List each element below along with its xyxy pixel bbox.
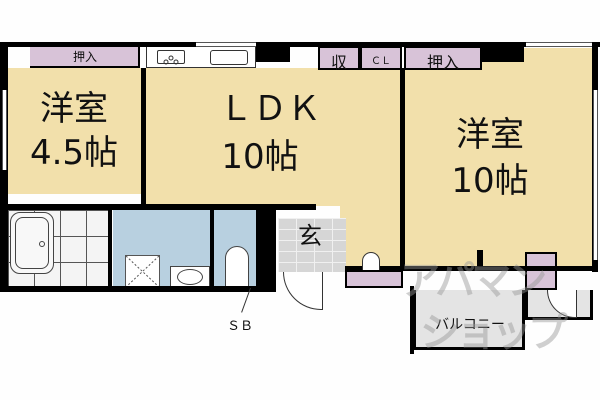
window-top-ldk: [196, 42, 256, 47]
label-entrance: 玄: [298, 222, 322, 250]
label-ldk-name: ＬＤＫ: [219, 89, 321, 129]
washbasin-icon: [170, 266, 210, 288]
window-right: [593, 90, 598, 260]
closet-cl: [360, 46, 402, 70]
closet-oshiire-right: [404, 46, 482, 70]
stove-icon: [157, 50, 185, 65]
wall-top: [0, 42, 600, 47]
label-ldk-size: 10帖: [221, 137, 299, 177]
closet-shu: [318, 46, 360, 70]
label-western-10-name: 洋室: [456, 115, 524, 155]
label-western-4-5-size: 4.5帖: [29, 133, 119, 173]
hall-door[interactable]: [362, 252, 380, 270]
label-oshiire-right: 押入: [426, 53, 459, 72]
bathtub-icon: [10, 212, 54, 274]
room-ldk: [146, 68, 402, 206]
entrance-floor: [278, 218, 346, 272]
sink-icon: [210, 50, 248, 65]
wall-bath-bottom: [0, 286, 276, 292]
label-cl: ＣＬ: [371, 56, 391, 67]
watermark-line2: ショップ: [420, 310, 568, 356]
wall-mid-horizontal: [0, 204, 280, 210]
washing-machine-pan-icon: [125, 255, 160, 288]
wall-balcony-top: [345, 266, 595, 271]
label-shu: 収: [330, 53, 347, 72]
toilet-icon: [225, 246, 249, 288]
label-balcony: バルコニー: [435, 317, 505, 333]
window-top-right: [526, 42, 592, 47]
closet-balcony-side: [525, 252, 557, 290]
room-western-4-5: [8, 68, 141, 194]
label-oshiire-left: 押入: [72, 50, 97, 64]
closet-oshiire-left: [30, 46, 140, 68]
room-western-10: [405, 48, 593, 266]
balcony: [413, 290, 525, 350]
watermark-line1: アパマン: [400, 258, 547, 304]
label-western-10-size: 10帖: [451, 161, 529, 201]
window-left: [2, 90, 7, 170]
entrance-door[interactable]: [283, 272, 323, 310]
label-western-4-5-name: 洋室: [40, 89, 108, 129]
label-shoe-box: ＳＢ: [226, 319, 253, 334]
closet-hall: [345, 270, 403, 288]
